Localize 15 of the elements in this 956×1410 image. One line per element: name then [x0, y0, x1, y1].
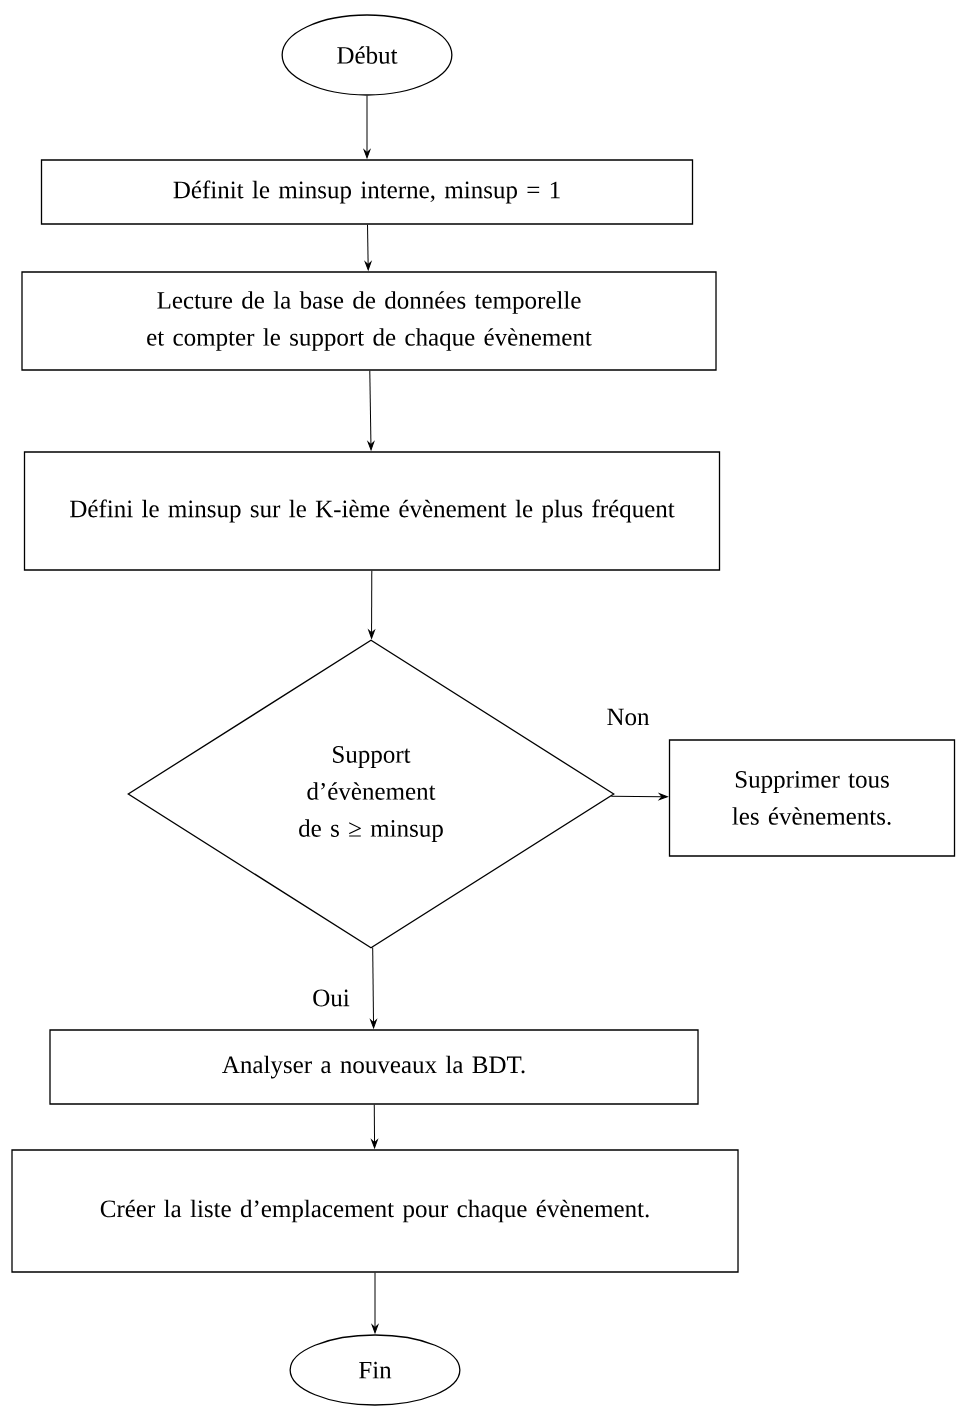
process-box: Supprimer tous les évènements. — [668, 739, 956, 857]
arrow — [363, 95, 371, 159]
arrow — [367, 370, 375, 451]
process-box: Lecture de la base de données temporelle et compter le support de chaque évènement — [21, 271, 717, 371]
arrow — [364, 224, 372, 271]
arrow — [368, 570, 375, 639]
arrow — [610, 793, 668, 800]
process-box: Analyser a nouveaux la BDT. — [49, 1029, 699, 1105]
arrow — [371, 1104, 378, 1149]
process-box: Créer la liste d’emplacement pour chaque évènement. — [11, 1149, 739, 1273]
edge-label: Oui — [311, 988, 351, 1008]
arrow — [370, 947, 377, 1029]
process-box: Défini le minsup sur le K-ième évènement le plus fréquent — [23, 451, 721, 571]
arrow — [371, 1272, 379, 1334]
process-box: Définit le minsup interne, minsup = 1 — [40, 159, 694, 225]
